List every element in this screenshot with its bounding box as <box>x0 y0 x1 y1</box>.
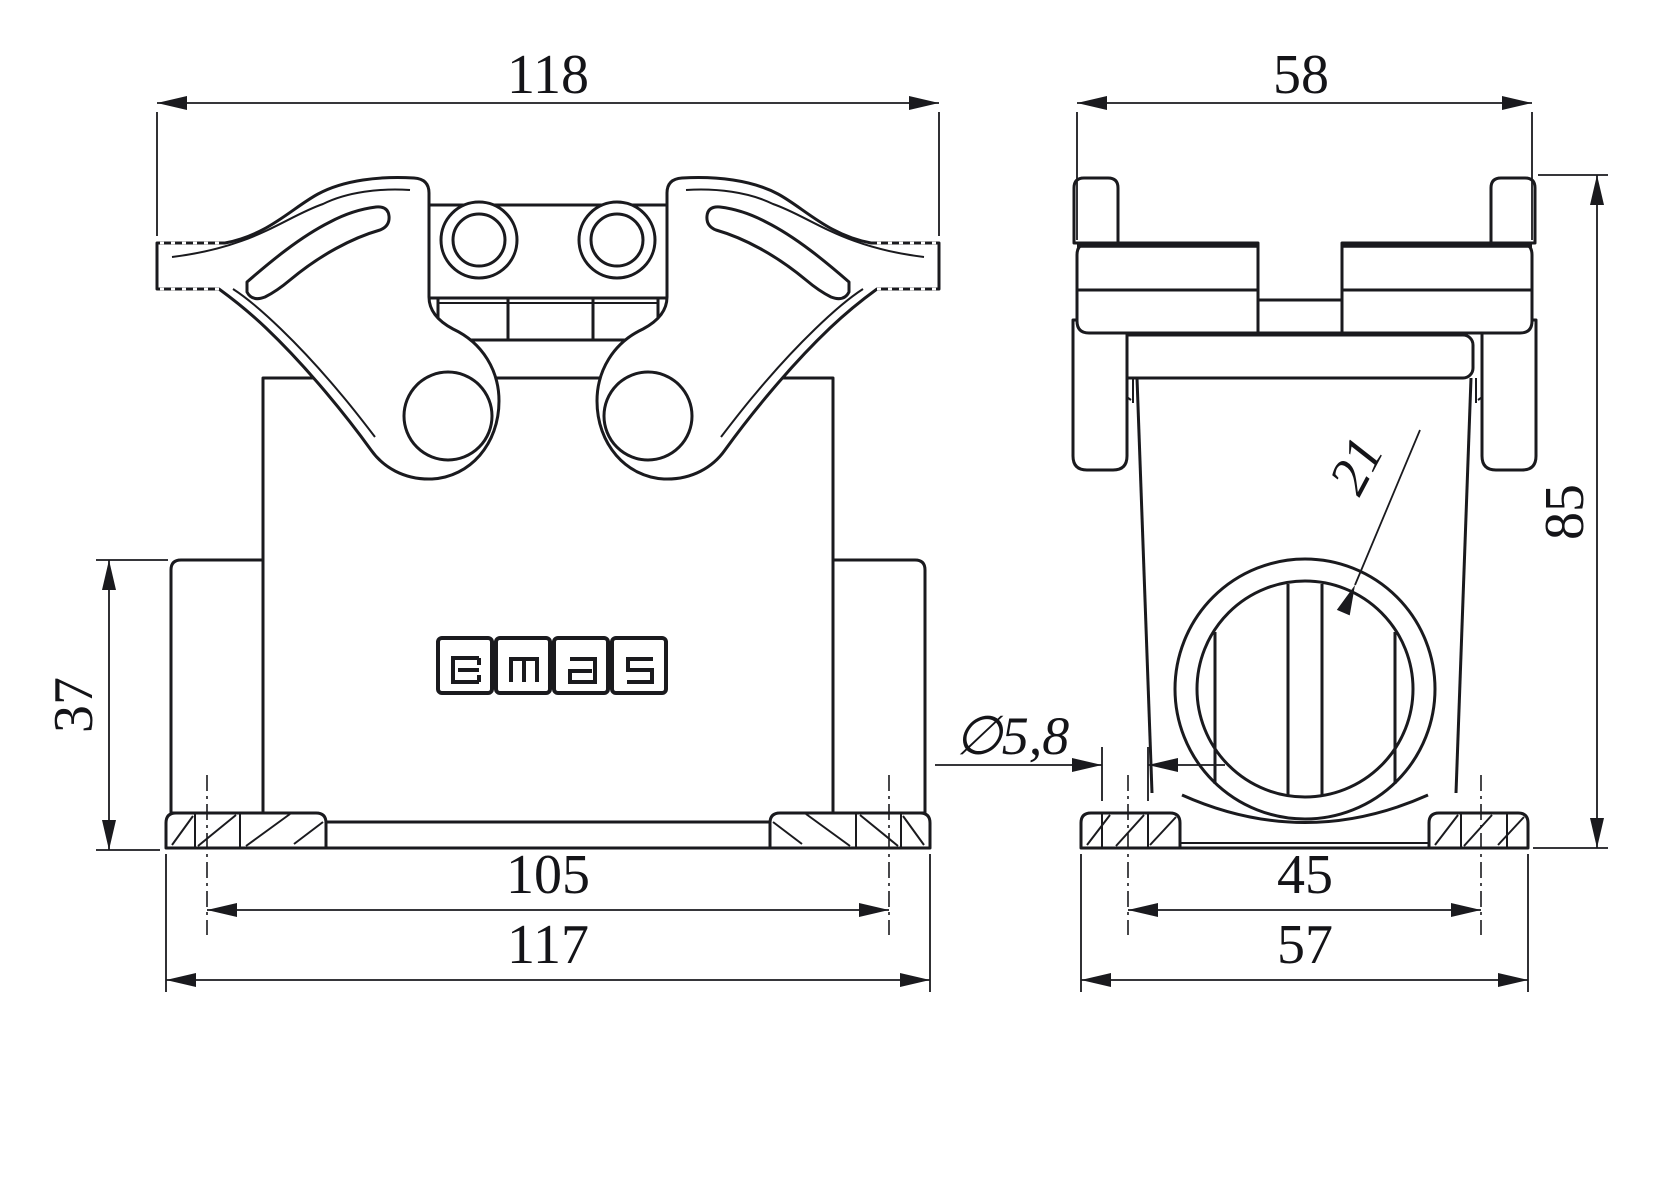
dim-label-5-8: ∅5,8 <box>955 706 1070 766</box>
rail-tab-right <box>1489 176 1537 245</box>
dim-side-flange-depth: 57 <box>1080 854 1529 992</box>
bottom-opening-arc <box>1181 793 1429 824</box>
logo-letter-m <box>494 636 552 695</box>
foot-hatching-right <box>772 813 925 847</box>
side-view: 58 85 21 ∅5,8 <box>935 44 1608 992</box>
lever-claw-right-side <box>1480 318 1538 472</box>
hood-body-front <box>261 376 835 827</box>
lever-outline <box>155 176 501 481</box>
dim-label-57: 57 <box>1277 914 1333 976</box>
mounting-foot-right <box>768 811 932 850</box>
cable-entry-inner-circle <box>1195 579 1415 799</box>
dim-label-85: 85 <box>1534 484 1596 540</box>
dim-label-105: 105 <box>506 844 590 906</box>
side-ear-left <box>169 558 265 815</box>
logo-letter-s <box>610 636 668 695</box>
foot-hatching-side <box>1086 814 1525 847</box>
rail-profile <box>1072 176 1537 335</box>
emas-logo: emas <box>436 636 668 695</box>
dim-label-58: 58 <box>1273 44 1329 106</box>
mounting-foot-left <box>164 811 328 850</box>
mounting-flange-side <box>1079 775 1530 935</box>
lever-hole <box>402 370 494 462</box>
guide-boss-left <box>439 200 519 280</box>
dim-label-21: 21 <box>1317 428 1395 504</box>
body-side-right <box>1454 377 1473 794</box>
dim-label-45: 45 <box>1277 844 1333 906</box>
lever-slot <box>245 205 391 301</box>
dim-front-hole-spacing: 105 <box>207 844 889 917</box>
cable-entry <box>1173 557 1437 821</box>
logo-letter-a <box>552 636 610 695</box>
lever-hole <box>602 370 694 462</box>
lever-inner-contour-lower <box>232 288 376 438</box>
lever-outline <box>595 176 941 481</box>
front-view: emas 118 <box>43 44 941 992</box>
dim-front-side-height: 37 <box>43 559 168 851</box>
hood-cap-side <box>1113 333 1475 380</box>
foot-hatching-left <box>171 813 324 847</box>
dim-label-117: 117 <box>507 914 589 976</box>
locking-lever-left <box>155 176 501 481</box>
rail-tab-left <box>1072 176 1120 245</box>
dim-side-overall-depth: 58 <box>1076 44 1533 240</box>
cable-entry-outer-circle <box>1173 557 1437 821</box>
guide-boss-right <box>577 200 657 280</box>
body-side-left <box>1135 377 1154 794</box>
dim-front-flange-width: 117 <box>165 854 931 992</box>
lever-inner-contour-lower <box>720 288 864 438</box>
dim-side-overall-height: 85 <box>1533 174 1608 849</box>
collar <box>436 296 660 342</box>
lever-inner-contour-upper <box>171 188 411 258</box>
dim-label-118: 118 <box>507 44 589 106</box>
lever-slot <box>705 205 851 301</box>
locking-lever-right <box>595 176 941 481</box>
lever-claw-left-side <box>1071 318 1129 472</box>
rail-block-left <box>1075 241 1260 335</box>
dim-slot-width: ∅5,8 <box>935 706 1225 801</box>
dim-label-37: 37 <box>43 677 105 733</box>
mounting-flange-front <box>164 775 932 935</box>
rail-block-right <box>1340 241 1534 335</box>
dim-side-hole-spacing: 45 <box>1128 844 1481 917</box>
side-ear-right <box>831 558 927 815</box>
lever-inner-contour-upper <box>685 188 925 258</box>
dim-front-overall-width: 118 <box>156 44 940 236</box>
logo-letter-e <box>436 636 494 695</box>
